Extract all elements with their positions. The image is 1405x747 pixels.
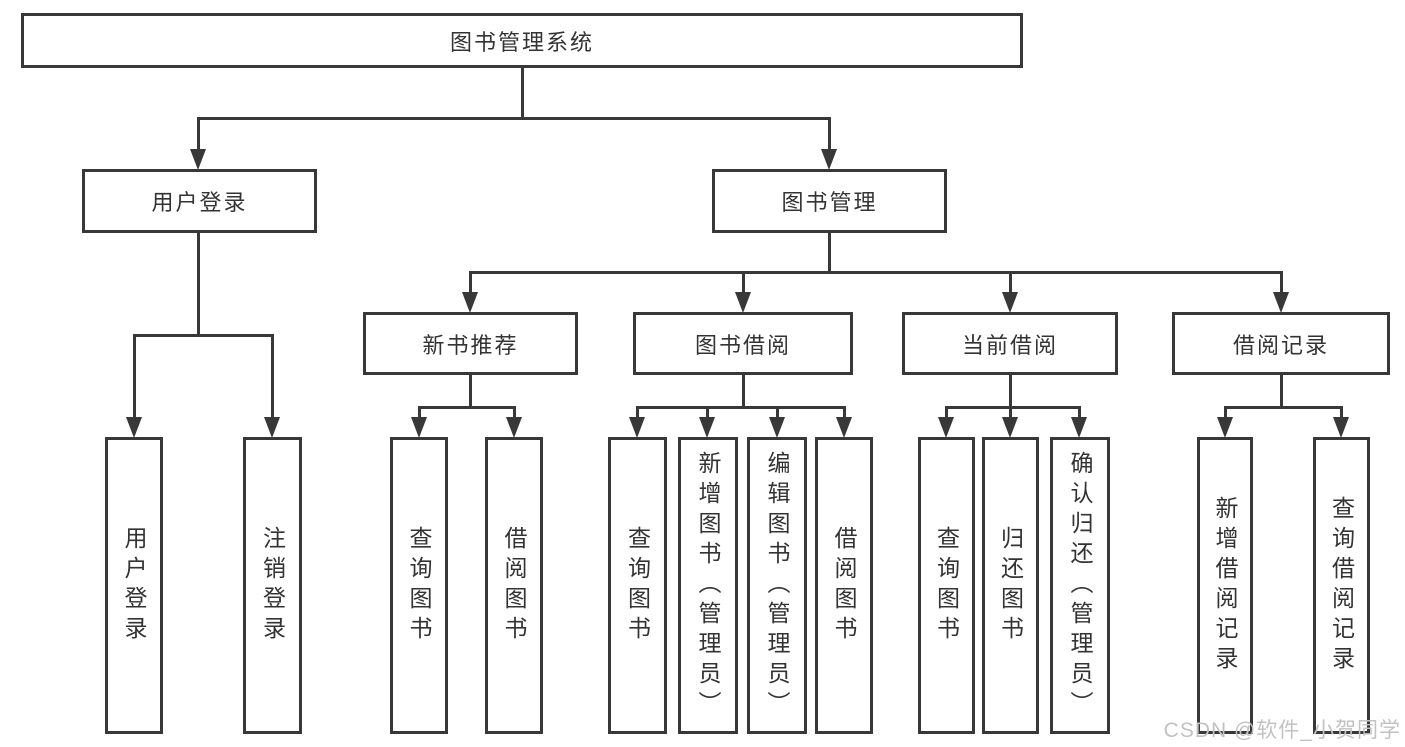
connector-drop: [271, 335, 274, 418]
node-leaf-confirm-return: 确认归还（管理员）: [1050, 437, 1110, 734]
connector-drop: [513, 407, 516, 418]
node-current-borrowing: 当前借阅: [902, 312, 1118, 375]
node-leaf-logout: 注销登录: [243, 437, 302, 734]
connector-drop: [1078, 407, 1081, 418]
node-new-book-recommend: 新书推荐: [363, 312, 578, 375]
node-leaf-borrow-books-2: 借阅图书: [815, 437, 873, 734]
node-user-login: 用户登录: [82, 169, 317, 233]
node-label: 新增图书（管理员）: [695, 450, 721, 721]
connector-drop: [843, 407, 846, 418]
node-leaf-edit-books: 编辑图书（管理员）: [747, 437, 807, 734]
node-leaf-query-borrow-rec: 查询借阅记录: [1313, 437, 1370, 734]
watermark: CSDN @软件_小贺同学: [1163, 719, 1401, 742]
connector-drop: [776, 407, 779, 418]
node-label: 注销登录: [259, 525, 286, 646]
connector-bar: [1224, 406, 1343, 409]
node-book-management: 图书管理: [712, 169, 947, 233]
node-book-borrowing: 图书借阅: [633, 312, 853, 375]
arrow-down-icon: [190, 149, 206, 170]
node-label: 归还图书: [997, 525, 1024, 646]
arrow-down-icon: [938, 417, 954, 438]
node-leaf-return-books: 归还图书: [982, 437, 1039, 734]
connector-stem: [742, 375, 745, 409]
connector-stem: [1009, 375, 1012, 409]
connector-bar: [636, 406, 846, 409]
arrow-down-icon: [836, 417, 852, 438]
arrow-down-icon: [769, 417, 785, 438]
arrow-down-icon: [699, 417, 715, 438]
arrow-down-icon: [1002, 292, 1018, 313]
connector-bar: [197, 117, 831, 120]
node-label: 查询图书: [933, 525, 960, 646]
connector-drop: [418, 407, 421, 418]
connector-bar: [418, 406, 516, 409]
node-label: 确认归还（管理员）: [1067, 450, 1093, 721]
node-label: 借阅记录: [1232, 332, 1329, 358]
connector-drop: [133, 335, 136, 418]
connector-drop: [706, 407, 709, 418]
arrow-down-icon: [1273, 292, 1289, 313]
connector-drop: [1009, 407, 1012, 418]
node-label: 查询图书: [406, 525, 432, 646]
arrow-down-icon: [126, 417, 142, 438]
arrow-down-icon: [264, 417, 280, 438]
connector-stem: [828, 233, 831, 274]
node-leaf-query-books-3: 查询图书: [918, 437, 975, 734]
arrow-down-icon: [1071, 417, 1087, 438]
arrow-down-icon: [1217, 417, 1233, 438]
arrow-down-icon: [1002, 417, 1018, 438]
node-label: 图书借阅: [694, 332, 791, 358]
node-leaf-borrow-books-1: 借阅图书: [485, 437, 543, 734]
node-leaf-query-books-1: 查询图书: [390, 437, 448, 734]
connector-bar: [133, 334, 274, 337]
arrow-down-icon: [506, 417, 522, 438]
node-label: 图书管理: [781, 190, 878, 215]
node-borrowing-records: 借阅记录: [1172, 312, 1390, 375]
node-label: 当前借阅: [961, 332, 1058, 358]
connector-drop: [636, 407, 639, 418]
arrow-down-icon: [462, 292, 478, 313]
node-leaf-add-books: 新增图书（管理员）: [678, 437, 738, 734]
node-leaf-query-books-2: 查询图书: [608, 437, 667, 734]
connector-stem: [469, 375, 472, 409]
connector-drop: [1224, 407, 1227, 418]
connector-drop: [1340, 407, 1343, 418]
connector-drop: [828, 118, 831, 150]
connector-stem: [1280, 375, 1283, 409]
node-label: 查询借阅记录: [1328, 495, 1355, 676]
connector-drop: [742, 272, 745, 293]
node-root: 图书管理系统: [21, 13, 1023, 68]
arrow-down-icon: [735, 292, 751, 313]
node-label: 借阅图书: [501, 525, 527, 646]
node-label: 新增借阅记录: [1212, 495, 1238, 676]
connector-bar: [469, 271, 1283, 274]
node-leaf-add-borrow-rec: 新增借阅记录: [1197, 437, 1253, 734]
arrow-down-icon: [411, 417, 427, 438]
arrow-down-icon: [629, 417, 645, 438]
arrow-down-icon: [821, 149, 837, 170]
connector-drop: [945, 407, 948, 418]
connector-stem: [521, 68, 524, 120]
node-label: 借阅图书: [831, 525, 857, 646]
node-label: 用户登录: [121, 525, 147, 646]
node-label: 用户登录: [151, 190, 248, 215]
node-label: 编辑图书（管理员）: [764, 450, 790, 721]
connector-drop: [1009, 272, 1012, 293]
connector-stem: [197, 233, 200, 337]
connector-drop: [197, 118, 200, 150]
node-label: 新书推荐: [422, 332, 519, 358]
node-leaf-user-login: 用户登录: [105, 437, 163, 734]
connector-bar: [945, 406, 1081, 409]
node-label: 查询图书: [624, 525, 651, 646]
connector-drop: [1280, 272, 1283, 293]
node-label: 图书管理系统: [449, 29, 594, 55]
connector-drop: [469, 272, 472, 293]
arrow-down-icon: [1333, 417, 1349, 438]
